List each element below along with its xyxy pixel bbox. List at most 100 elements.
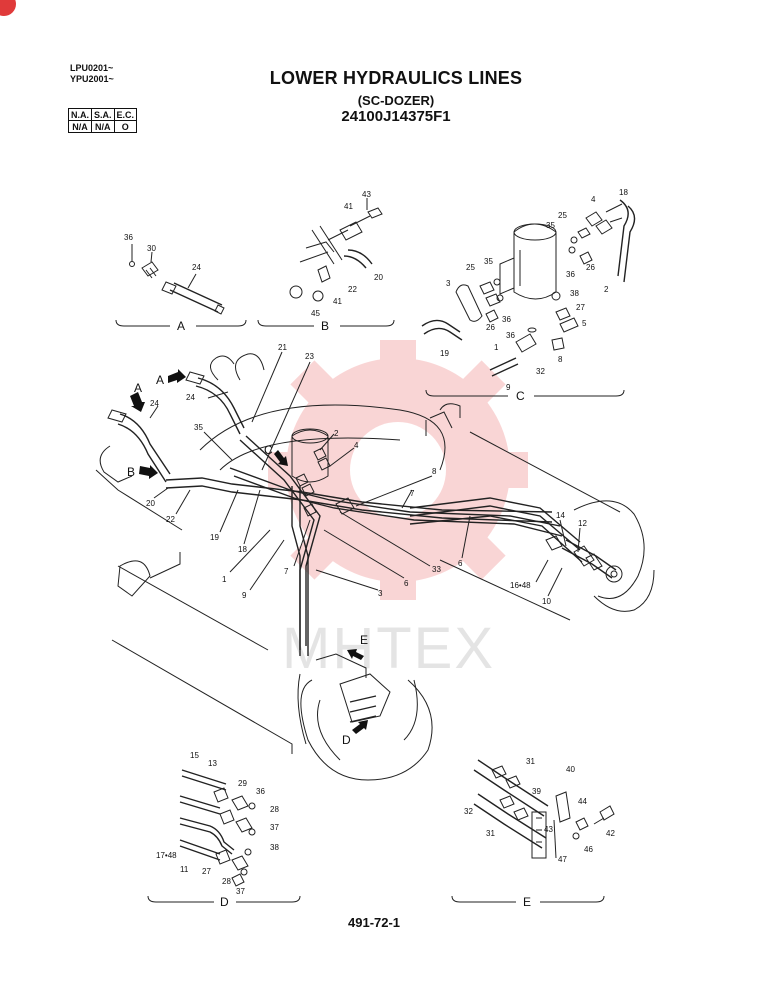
callout-2: 2 xyxy=(334,429,339,438)
applicability-value-na: N/A xyxy=(68,120,92,133)
view-marker-a-upper: A xyxy=(156,373,164,387)
callout-33: 33 xyxy=(432,565,441,574)
callout-43: 43 xyxy=(362,190,371,199)
elbow-fittings-icon xyxy=(568,203,623,265)
view-arrows xyxy=(130,369,368,734)
serial-range-2: YPU2001~ xyxy=(70,74,114,84)
callout-14: 14 xyxy=(556,511,565,520)
clamp-plate-e-icon xyxy=(531,811,547,859)
callout-28: 28 xyxy=(270,805,279,814)
detail-d xyxy=(147,769,301,903)
callout-12: 12 xyxy=(578,519,587,528)
swivel-fittings-right xyxy=(545,535,623,583)
callout-35: 35 xyxy=(546,221,555,230)
leader-lines xyxy=(149,351,581,597)
callout-24: 24 xyxy=(150,399,159,408)
callout-38: 38 xyxy=(270,843,279,852)
callout-32: 32 xyxy=(536,367,545,376)
callout-29: 29 xyxy=(238,779,247,788)
detail-a xyxy=(115,244,247,327)
view-marker-d: D xyxy=(342,733,351,747)
right-small-parts-icon xyxy=(515,291,579,353)
callout-43: 43 xyxy=(544,825,553,834)
fittings-45-icon xyxy=(289,265,331,302)
callout-39: 39 xyxy=(532,787,541,796)
callout-9: 9 xyxy=(506,383,511,392)
callout-27: 27 xyxy=(576,303,585,312)
view-marker-b: B xyxy=(127,465,135,479)
callout-8: 8 xyxy=(432,467,437,476)
callout-2: 2 xyxy=(604,285,609,294)
callout-20: 20 xyxy=(146,499,155,508)
arrow-b-icon xyxy=(139,465,158,479)
callout-36: 36 xyxy=(566,270,575,279)
applicability-value-row: N/A N/A O xyxy=(68,120,138,133)
callout-10: 10 xyxy=(542,597,551,606)
hose-24-icon xyxy=(161,281,225,315)
page-title: LOWER HYDRAULICS LINES xyxy=(269,68,523,88)
section-label-a: A xyxy=(177,319,185,333)
oil-tank-icon xyxy=(291,428,329,483)
o-ring-36-icon xyxy=(129,261,135,267)
callout-4: 4 xyxy=(354,441,359,450)
callout-30: 30 xyxy=(147,244,156,253)
callout-1: 1 xyxy=(222,575,227,584)
callout-20: 20 xyxy=(374,273,383,282)
callout-24: 24 xyxy=(186,393,195,402)
callout-18: 18 xyxy=(238,545,247,554)
arrow-c-icon xyxy=(274,450,288,466)
callout-28: 28 xyxy=(222,877,231,886)
applicability-header-row: N.A. S.A. E.C. xyxy=(68,108,138,121)
section-label-e: E xyxy=(523,895,531,909)
callout-42: 42 xyxy=(606,829,615,838)
arrow-d-icon xyxy=(352,720,368,734)
callout-27: 27 xyxy=(202,867,211,876)
tubes-d-icon xyxy=(179,769,235,865)
callout-11: 11 xyxy=(180,865,189,874)
callout-25: 25 xyxy=(466,263,475,272)
callout-9: 9 xyxy=(242,591,247,600)
callout-47: 47 xyxy=(558,855,567,864)
callout-4: 4 xyxy=(591,195,596,204)
callout-15: 15 xyxy=(190,751,199,760)
callout-36: 36 xyxy=(502,315,511,324)
callout-35: 35 xyxy=(194,423,203,432)
arrow-a-upper-icon xyxy=(168,369,186,383)
applicability-value-ec: O xyxy=(113,120,138,133)
frame-outline xyxy=(95,353,655,754)
callout-35: 35 xyxy=(484,257,493,266)
view-marker-a-left: A xyxy=(134,381,142,395)
callout-21: 21 xyxy=(278,343,287,352)
clamp-41-icon xyxy=(299,221,363,265)
view-marker-c: C xyxy=(264,443,273,457)
callout-23: 23 xyxy=(305,352,314,361)
callout-44: 44 xyxy=(578,797,587,806)
detail-b xyxy=(257,198,395,327)
callout-3: 3 xyxy=(378,589,383,598)
arrow-a-left-icon xyxy=(130,392,145,412)
callout-16-48: 16•48 xyxy=(510,581,531,590)
callout-32: 32 xyxy=(464,807,473,816)
page-subtitle: (SC-DOZER) xyxy=(357,93,435,108)
callout-7: 7 xyxy=(410,489,415,498)
callout-36: 36 xyxy=(256,787,265,796)
callout-36: 36 xyxy=(124,233,133,242)
corner-badge-icon xyxy=(0,0,16,16)
travel-motor-icon xyxy=(297,653,433,781)
callout-41: 41 xyxy=(344,202,353,211)
callout-1: 1 xyxy=(494,343,499,352)
callout-22: 22 xyxy=(348,285,357,294)
hose-20-icon xyxy=(343,249,373,269)
callout-6: 6 xyxy=(404,579,409,588)
pipe-18-icon xyxy=(617,199,636,283)
callout-45: 45 xyxy=(311,309,320,318)
pipe-run-main xyxy=(165,435,583,656)
bracket-40-icon xyxy=(555,791,571,823)
connector-30-icon xyxy=(141,261,159,279)
detail-e xyxy=(451,759,615,903)
detail-c xyxy=(421,199,636,397)
part-number: 24100J14375F1 xyxy=(341,108,451,125)
callout-6: 6 xyxy=(458,559,463,568)
section-label-b: B xyxy=(321,319,329,333)
